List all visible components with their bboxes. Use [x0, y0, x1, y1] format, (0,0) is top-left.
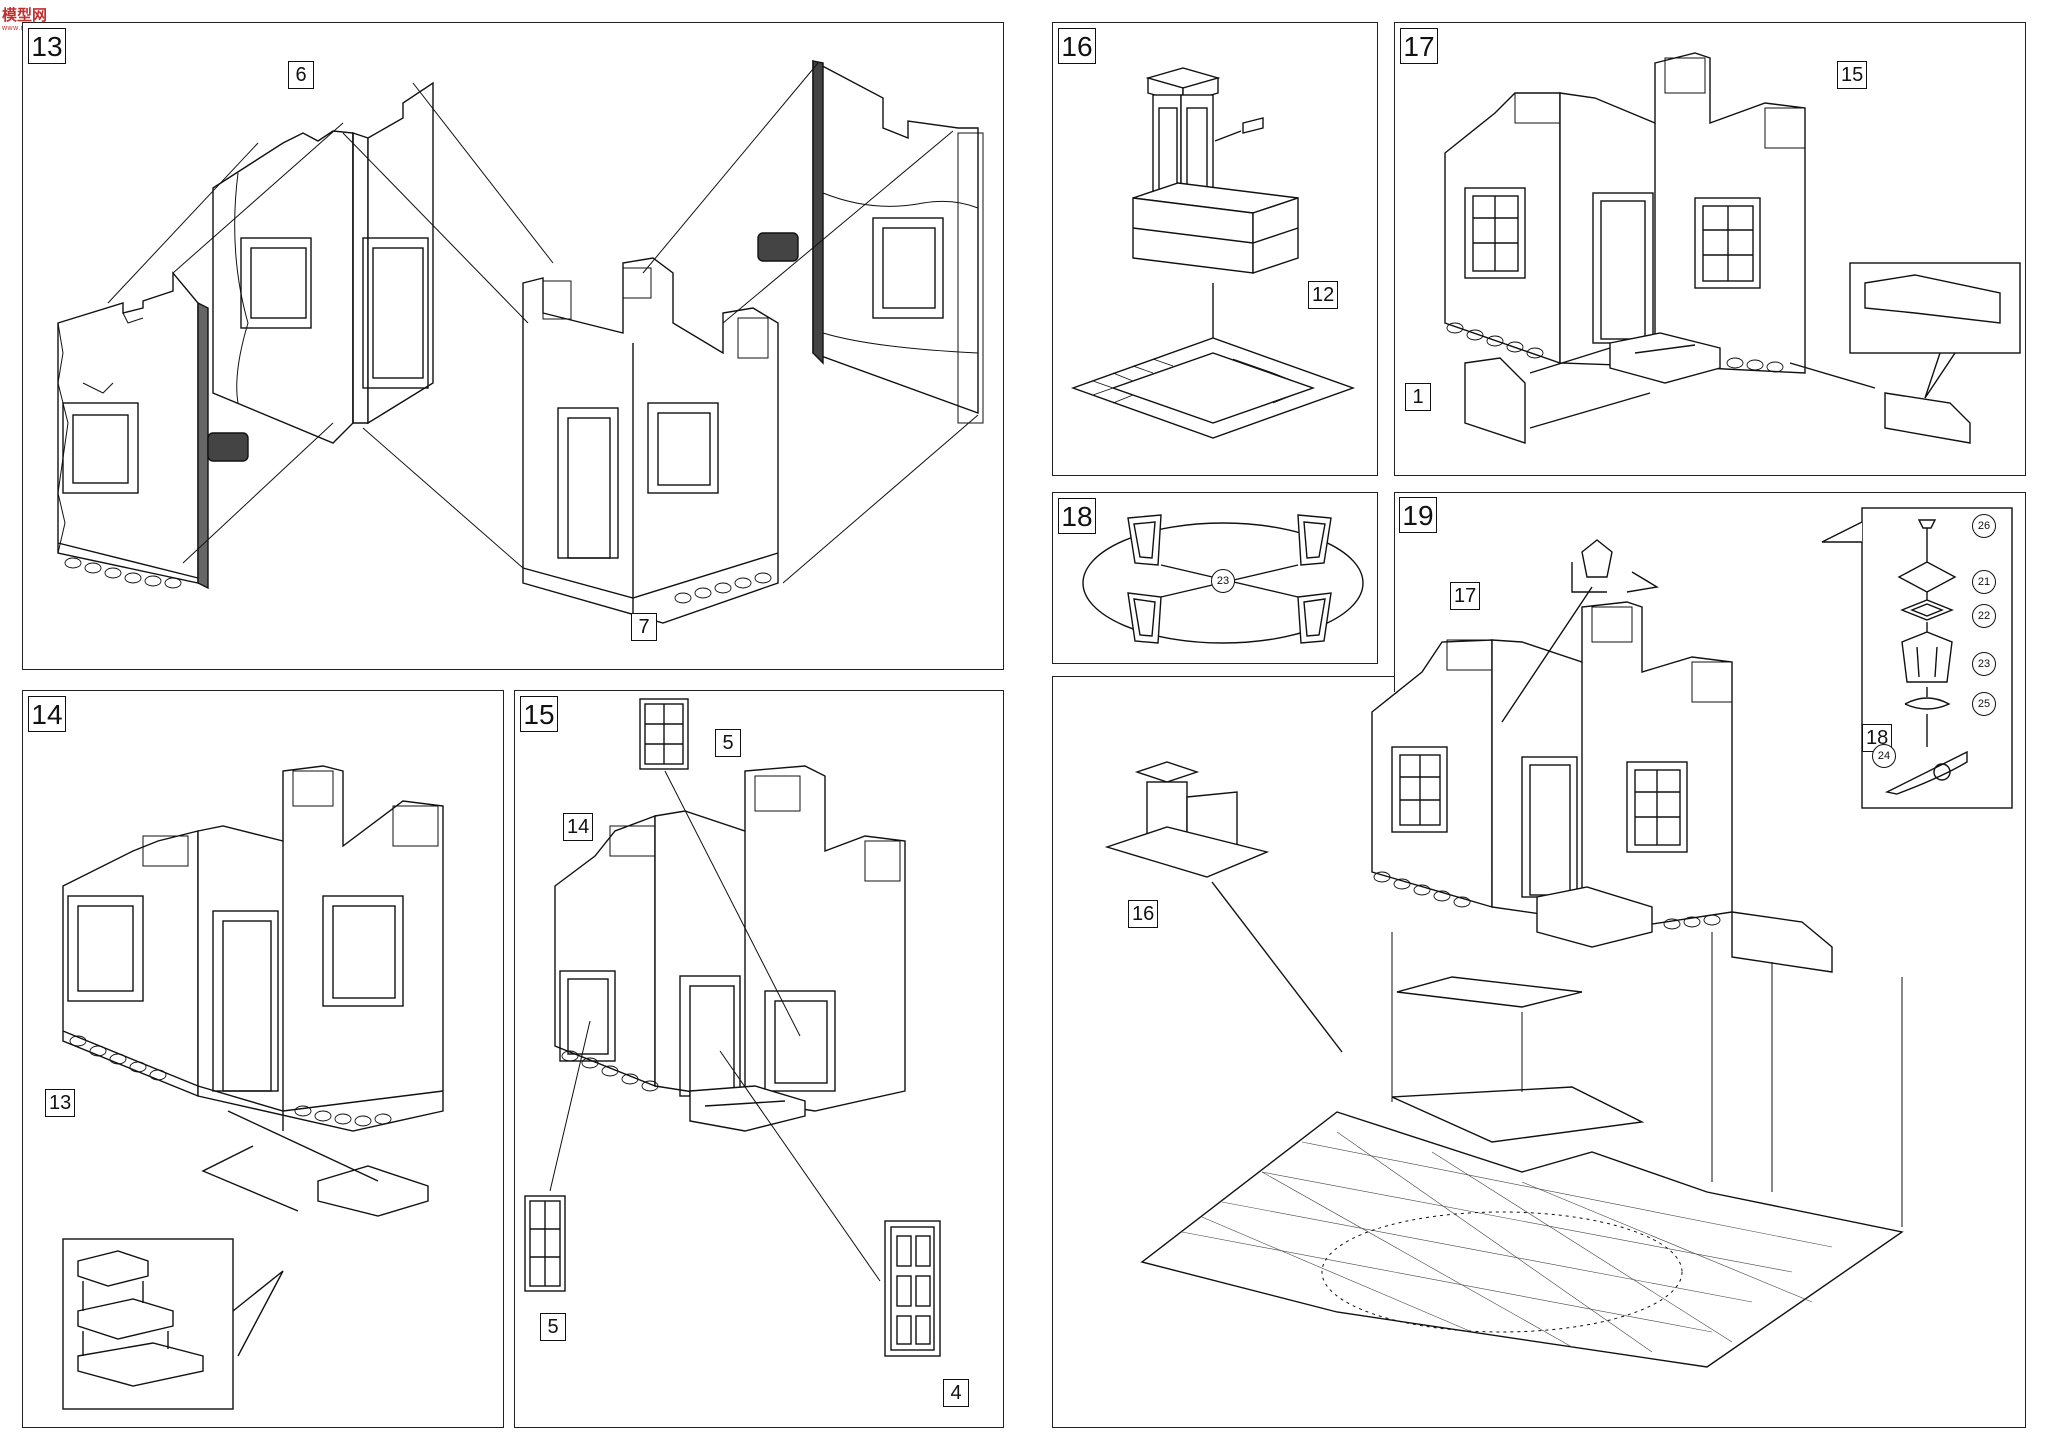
- step-19-circle-part-25: 25: [1972, 692, 1996, 716]
- step-16-drawing: [1070, 67, 1356, 439]
- step-15-panel: 15: [514, 690, 1004, 1428]
- step-13-tag-part-7: 7: [631, 613, 657, 641]
- step-19-circle-part-23: 23: [1972, 652, 1996, 676]
- step-13-panel: 13: [22, 22, 1004, 670]
- step-19-content: 19: [1052, 492, 2026, 1428]
- step-15-tag-top-window-5: 5: [715, 729, 741, 757]
- step-15-tag-door-4: 4: [943, 1379, 969, 1407]
- step-17-panel: 17: [1394, 22, 2026, 476]
- step-16-number: 16: [1058, 28, 1096, 64]
- step-14-number: 14: [28, 696, 66, 732]
- watermark-text: 模型网: [2, 7, 48, 24]
- step-19-drawing: [1104, 507, 2013, 1368]
- step-19-number: 19: [1399, 497, 1437, 533]
- step-13-number: 13: [28, 28, 66, 64]
- step-19-circle-part-26: 26: [1972, 514, 1996, 538]
- step-14-drawing: [62, 765, 444, 1410]
- step-13-tag-part-6: 6: [288, 61, 314, 89]
- step-15-tag-part-14: 14: [563, 813, 594, 841]
- step-19-tag-part-16: 16: [1128, 900, 1159, 928]
- step-14-tag-part-13: 13: [45, 1089, 76, 1117]
- step-13-drawing: [57, 59, 984, 624]
- step-17-number: 17: [1400, 28, 1438, 64]
- step-19-circle-part-24: 24: [1872, 744, 1896, 768]
- step-16-tag-part-12: 12: [1308, 281, 1339, 309]
- step-18-number: 18: [1058, 498, 1096, 534]
- step-15-tag-bottom-window-5: 5: [540, 1313, 566, 1341]
- step-19-tag-part-17: 17: [1450, 582, 1481, 610]
- step-15-drawing: [524, 698, 941, 1357]
- step-18-circle-part-23: 23: [1211, 569, 1235, 593]
- step-16-panel: 16: [1052, 22, 1378, 476]
- step-19-circle-part-22: 22: [1972, 604, 1996, 628]
- step-15-number: 15: [520, 696, 558, 732]
- step-18-drawing: [1082, 514, 1364, 644]
- step-18-panel: 18 23: [1052, 492, 1378, 664]
- step-19-circle-part-21: 21: [1972, 570, 1996, 594]
- step-14-panel: 14: [22, 690, 504, 1428]
- step-17-drawing: [1444, 52, 2021, 444]
- step-17-tag-part-15: 15: [1837, 61, 1868, 89]
- step-17-tag-part-1: 1: [1405, 383, 1431, 411]
